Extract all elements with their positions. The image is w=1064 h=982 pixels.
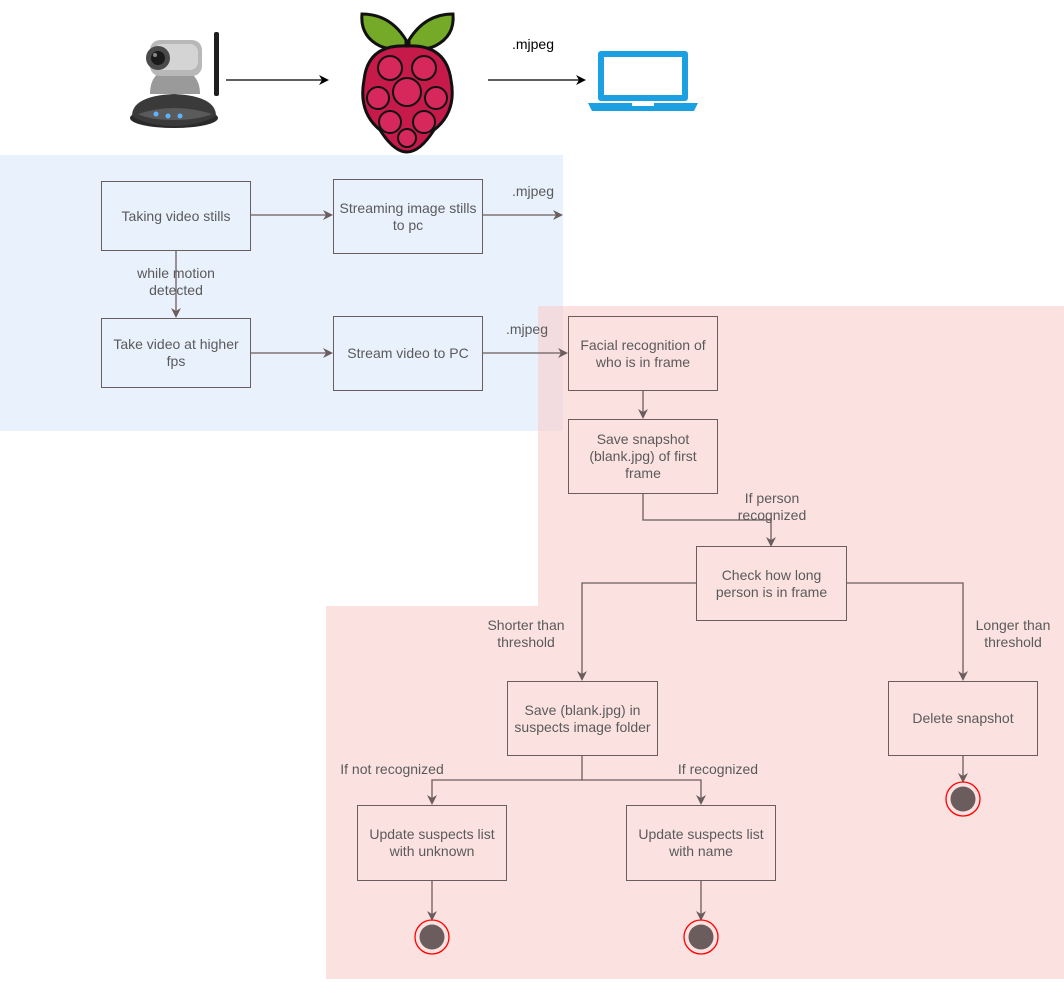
laptop-icon: [588, 48, 698, 112]
pc-region-upper: [538, 306, 1064, 606]
label-if-person-recognized: If person recognized: [737, 490, 807, 523]
label-shorter-than-threshold: Shorter than threshold: [487, 617, 565, 650]
label-longer-than-threshold: Longer than threshold: [975, 617, 1051, 650]
edge-save-to-name: [582, 779, 706, 805]
label-video-mjpeg: .mjpeg: [505, 321, 549, 337]
edge-snapshot-to-check: [642, 494, 776, 547]
node-update-unknown: Update suspects list with unknown: [357, 805, 507, 881]
label-while-motion: while motion detected: [137, 265, 215, 298]
node-streaming-image-stills: Streaming image stills to pc: [333, 179, 483, 254]
ip-camera-icon: [128, 30, 224, 130]
raspberry-pi-icon: [350, 6, 465, 156]
label-if-recognized: If recognized: [677, 761, 759, 777]
pc-region-lower: [326, 606, 1064, 979]
node-update-name: Update suspects list with name: [626, 805, 776, 881]
end-node-icon: [683, 919, 719, 955]
node-stream-video-to-pc: Stream video to PC: [333, 316, 483, 391]
node-check-duration: Check how long person is in frame: [696, 546, 847, 621]
node-save-snapshot: Save snapshot (blank.jpg) of first frame: [568, 419, 718, 494]
node-take-video-higher-fps: Take video at higher fps: [101, 318, 251, 388]
label-stills-mjpeg: .mjpeg: [511, 183, 555, 199]
node-facial-recognition: Facial recognition of who is in frame: [568, 316, 718, 391]
label-if-not-recognized: If not recognized: [340, 761, 444, 777]
node-taking-video-stills: Taking video stills: [101, 181, 251, 251]
node-delete-snapshot: Delete snapshot: [888, 681, 1038, 756]
end-node-icon: [945, 781, 981, 817]
node-save-suspects-folder: Save (blank.jpg) in suspects image folde…: [507, 681, 658, 756]
edge-save-to-unknown: [427, 756, 583, 805]
raspberry-pi-region: [0, 155, 563, 431]
end-node-icon: [414, 919, 450, 955]
edge-check-to-save: [577, 582, 696, 681]
edge-check-to-delete: [847, 582, 968, 681]
top-stream-label: .mjpeg: [511, 36, 555, 52]
